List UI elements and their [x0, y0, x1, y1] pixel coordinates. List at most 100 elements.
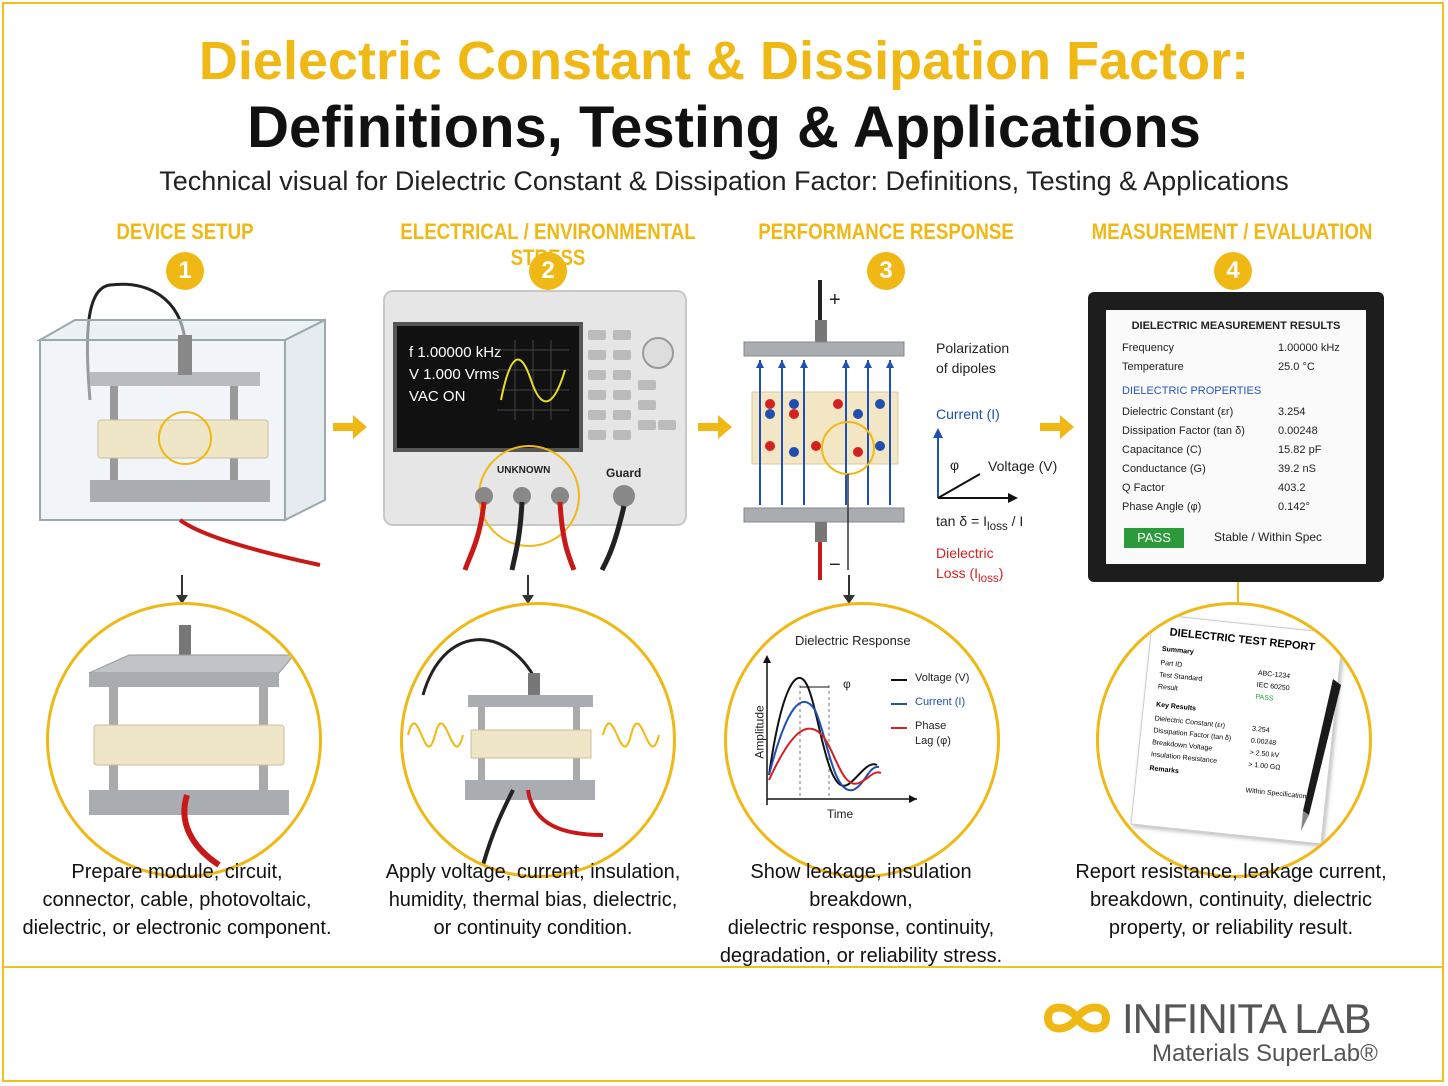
connector-line: [1237, 582, 1239, 604]
detail-circle-report: DIELECTRIC TEST REPORT Summary Part ID A…: [1096, 602, 1372, 878]
arrow-down-icon: [843, 575, 855, 604]
title-line1: Dielectric Constant & Dissipation Factor…: [198, 31, 1250, 91]
results-row: Dissipation Factor (tan δ)0.00248: [1122, 425, 1352, 437]
polarization-label-2: of dipoles: [936, 360, 996, 376]
report-key-results: Key Results: [1155, 701, 1197, 713]
report-result-label: Insulation Resistance: [1150, 751, 1218, 766]
caption-line: Apply voltage, current, insulation,: [385, 861, 681, 883]
phi-label: φ: [950, 457, 960, 473]
loss-text: Loss (I: [936, 565, 979, 581]
loss-tail: ): [998, 565, 1004, 581]
guard-terminal-label: Guard: [606, 466, 642, 480]
current-label: Current (I): [936, 406, 1000, 422]
pass-badge: PASS: [1124, 528, 1184, 548]
title-line2: Definitions, Testing & Applications: [247, 95, 1201, 160]
legend-voltage-swatch: [891, 679, 907, 681]
polarization-label-1: Polarization: [936, 340, 1010, 356]
step3-title: PERFORMANCE RESPONSE: [758, 219, 1014, 244]
row-label: Phase Angle (φ): [1122, 501, 1202, 513]
legend-current: Current (I): [915, 696, 966, 708]
report-field-label: Test Standard: [1158, 671, 1203, 684]
step1-caption: Prepare module, circuit, connector, cabl…: [12, 858, 342, 942]
row-value: 0.142°: [1278, 501, 1310, 513]
response-plot: [763, 655, 917, 805]
meter-vac: VAC ON: [409, 388, 466, 405]
infinity-logo-icon: [1043, 1003, 1111, 1033]
results-section: DIELECTRIC PROPERTIES: [1122, 385, 1262, 397]
legend-lag: Lag (φ): [915, 735, 951, 747]
step4-badge: 4: [1214, 252, 1252, 290]
detail-circle-stress: [400, 602, 676, 878]
step2-caption: Apply voltage, current, insulation, humi…: [368, 858, 698, 942]
caption-line: humidity, thermal bias, dielectric,: [388, 889, 678, 911]
arrow-down-icon: [522, 575, 534, 604]
report-field-label: Result: [1157, 683, 1179, 693]
pen-icon: [1301, 679, 1341, 831]
results-row: Capacitance (C) 15.82 pF: [1122, 444, 1352, 456]
results-header: DIELECTRIC MEASUREMENT RESULTS: [1131, 320, 1341, 332]
caption-line: Show leakage, insulation breakdown,: [750, 861, 972, 911]
subtitle: Technical visual for Dielectric Constant…: [159, 166, 1289, 196]
minus-terminal: −: [829, 554, 841, 576]
report-result-label: Breakdown Voltage: [1151, 739, 1213, 753]
report-field-value: ABC-1234: [1257, 669, 1291, 681]
row-label: Dielectric Constant (εr): [1122, 406, 1234, 418]
row-label: Conductance (G): [1122, 463, 1206, 475]
legend-phase-swatch: [891, 727, 907, 729]
row-value: 3.254: [1278, 406, 1306, 418]
report-summary: Summary: [1161, 645, 1195, 657]
row-label: Dissipation Factor (tan δ): [1122, 425, 1245, 437]
step4-title: MEASUREMENT / EVALUATION: [1091, 219, 1373, 244]
pass-note: Stable / Within Spec: [1214, 530, 1323, 544]
response-x-label: Time: [827, 807, 854, 821]
arrow-right-icon: [1040, 415, 1074, 439]
results-row: Phase Angle (φ) 0.142°: [1122, 501, 1352, 513]
meter-voltage: V 1.000 Vrms: [409, 366, 500, 383]
detail-circle-fixture: [46, 602, 322, 878]
report-result-value: > 2.50 kV: [1249, 749, 1280, 760]
response-phi-label: φ: [843, 677, 851, 691]
step2-title: ELECTRICAL / ENVIRONMENTAL STRESS: [400, 219, 696, 270]
fixture-closeup-illustration: [88, 625, 296, 868]
footer-divider: [2, 966, 1444, 968]
dielectric-plates-diagram: [743, 280, 905, 580]
row-value: 25.0 °C: [1278, 361, 1315, 373]
report-result-value: > 1.00 GΩ: [1247, 761, 1281, 772]
legend-phase: Phase: [915, 720, 947, 732]
row-label: Capacitance (C): [1122, 444, 1202, 456]
legend-voltage: Voltage (V): [915, 672, 970, 684]
detail-circle-response: Dielectric Response Amplitude Time φ Vol…: [724, 602, 1000, 878]
report-field-value: IEC 60250: [1256, 681, 1290, 693]
response-chart-title: Dielectric Response: [795, 633, 911, 648]
results-row: Temperature 25.0 °C: [1122, 361, 1352, 373]
tan-delta-tail: / I: [1007, 513, 1024, 529]
report-field-value: PASS: [1255, 693, 1274, 703]
results-row: Q Factor 403.2: [1122, 482, 1352, 494]
arrow-right-icon: [698, 415, 732, 439]
step4-caption: Report resistance, leakage current, brea…: [1066, 858, 1396, 942]
row-label: Temperature: [1122, 361, 1184, 373]
voltage-label: Voltage (V): [988, 458, 1058, 474]
meter-screen: f 1.00000 kHz V 1.000 Vrms VAC ON: [393, 322, 583, 452]
brand-tagline: Materials SuperLab®: [1152, 1040, 1378, 1067]
tan-delta-formula: tan δ = Iloss / I: [936, 513, 1023, 533]
dielectric-loss-label-2: Loss (Iloss): [936, 565, 1003, 585]
results-row: Dielectric Constant (εr) 3.254: [1122, 406, 1352, 418]
results-screen: DIELECTRIC MEASUREMENT RESULTS Frequency…: [1106, 310, 1366, 564]
brand-name: INFINITA LAB: [1122, 995, 1372, 1042]
row-value: 403.2: [1278, 482, 1306, 494]
caption-line: dielectric response, continuity,: [727, 917, 995, 939]
caption-line: dielectric, or electronic component.: [22, 917, 332, 939]
tan-delta-text: tan δ = I: [936, 513, 987, 529]
row-value: 39.2 nS: [1278, 463, 1316, 475]
caption-line: or continuity condition.: [433, 917, 633, 939]
stress-closeup-illustration: [407, 638, 660, 866]
arrow-right-icon: [333, 415, 367, 439]
report-field-label: Part ID: [1160, 659, 1183, 669]
caption-line: degradation, or reliability stress.: [719, 945, 1003, 967]
phase-curve: [768, 727, 882, 785]
row-label: Q Factor: [1122, 482, 1165, 494]
row-value: 15.82 pF: [1278, 444, 1322, 456]
step1-badge: 1: [166, 252, 204, 290]
